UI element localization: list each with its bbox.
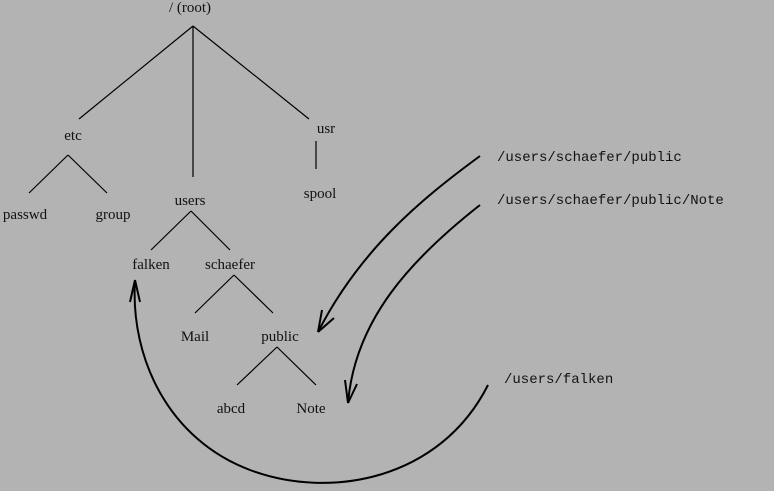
node-group: group	[95, 207, 131, 223]
node-public: public	[261, 329, 299, 345]
node-usr: usr	[316, 121, 336, 137]
path-label-public: /users/schaefer/public	[497, 150, 682, 166]
node-spool: spool	[303, 186, 337, 202]
node-note: Note	[296, 401, 326, 417]
path-arrows	[129, 155, 489, 484]
node-users: users	[174, 193, 206, 209]
node-mail: Mail	[180, 329, 210, 345]
path-label-note: /users/schaefer/public/Note	[497, 193, 724, 209]
node-schaefer: schaefer	[205, 257, 255, 273]
node-root: / (root)	[168, 0, 212, 16]
path-label-falken: /users/falken	[504, 372, 614, 388]
node-falken: falken	[132, 257, 170, 273]
node-etc: etc	[64, 128, 82, 144]
node-passwd: passwd	[2, 207, 48, 223]
node-abcd: abcd	[216, 401, 246, 417]
